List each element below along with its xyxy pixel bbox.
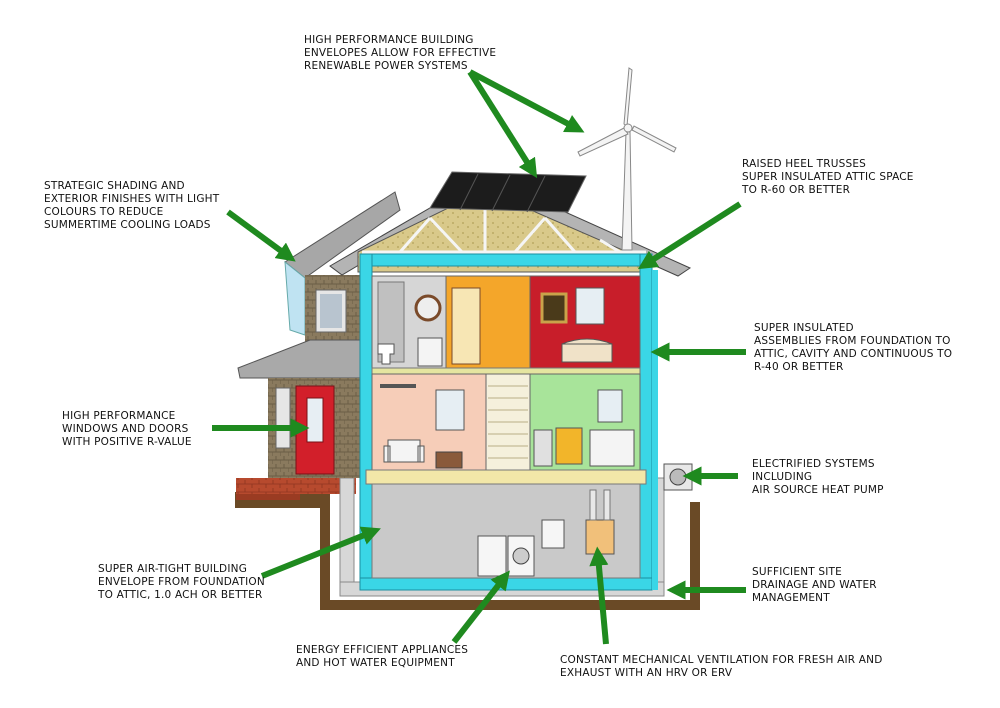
label-line: HIGH PERFORMANCE BUILDING bbox=[304, 34, 474, 46]
label-line: SUPER INSULATED bbox=[754, 322, 854, 334]
label-line: COLOURS TO REDUCE bbox=[44, 206, 164, 218]
label-line: SUPER INSULATED ATTIC SPACE bbox=[742, 171, 914, 183]
wind-turbine-icon bbox=[577, 67, 677, 251]
bedroom-window bbox=[575, 287, 605, 325]
label-appliances: ENERGY EFFICIENT APPLIANCES AND HOT WATE… bbox=[296, 644, 468, 670]
stove-icon bbox=[555, 427, 583, 465]
label-line: AND HOT WATER EQUIPMENT bbox=[296, 657, 455, 669]
label-line: STRATEGIC SHADING AND bbox=[44, 180, 185, 192]
deck bbox=[236, 478, 356, 494]
bathroom-mirror bbox=[414, 294, 442, 322]
water-heater-icon bbox=[541, 519, 565, 549]
label-line: SUMMERTIME COOLING LOADS bbox=[44, 219, 211, 231]
label-insulated: SUPER INSULATED ASSEMBLIES FROM FOUNDATI… bbox=[754, 322, 952, 374]
label-line: ENVELOPE FROM FOUNDATION bbox=[98, 576, 265, 588]
washer-door bbox=[512, 547, 530, 565]
arrow-ventilation bbox=[589, 546, 609, 645]
painting-icon bbox=[540, 292, 568, 324]
arrow-trusses bbox=[637, 201, 742, 270]
label-line: ENERGY EFFICIENT APPLIANCES bbox=[296, 644, 469, 656]
label-line: RAISED HEEL TRUSSES bbox=[742, 158, 867, 170]
label-line: EXTERIOR FINISHES WITH LIGHT bbox=[44, 193, 220, 205]
label-line: AIR SOURCE HEAT PUMP bbox=[752, 484, 884, 496]
label-line: ENVELOPES ALLOW FOR EFFECTIVE bbox=[304, 47, 497, 59]
trusses bbox=[362, 192, 646, 254]
label-line: INCLUDING bbox=[752, 471, 813, 483]
hrv-ducts-2 bbox=[603, 489, 611, 521]
label-line: WITH POSITIVE R-VALUE bbox=[62, 436, 192, 448]
deck-steps bbox=[236, 494, 300, 500]
left-wing-upper-window-pane bbox=[320, 294, 342, 328]
label-ventilation: CONSTANT MECHANICAL VENTILATION FOR FRES… bbox=[560, 654, 883, 680]
label-line: R-40 OR BETTER bbox=[754, 361, 844, 373]
label-line: CONSTANT MECHANICAL VENTILATION FOR FRES… bbox=[560, 654, 883, 666]
main-floor bbox=[365, 469, 647, 485]
stair-treads bbox=[488, 385, 528, 459]
label-electrified: ELECTRIFIED SYSTEMS INCLUDING AIR SOURCE… bbox=[752, 458, 884, 497]
kitchen-window bbox=[597, 389, 623, 423]
toilet-icon bbox=[377, 343, 395, 365]
arrow-shading bbox=[226, 209, 296, 262]
bathroom-vanity bbox=[417, 337, 443, 367]
label-line: TO R-60 OR BETTER bbox=[742, 184, 851, 196]
armchair-icon bbox=[383, 439, 425, 463]
hrv-unit-icon bbox=[585, 519, 615, 555]
label-line: ASSEMBLIES FROM FOUNDATION TO bbox=[754, 335, 951, 347]
arrow-renewable bbox=[467, 70, 538, 179]
dryer-icon bbox=[477, 535, 507, 577]
hallway-door bbox=[451, 287, 481, 365]
arrow-appliances bbox=[451, 570, 510, 644]
side-table bbox=[435, 451, 463, 469]
arrow-airtight bbox=[260, 526, 381, 579]
label-line: ATTIC, CAVITY AND CONTINUOUS TO bbox=[754, 348, 953, 360]
label-windows: HIGH PERFORMANCE WINDOWS AND DOORS WITH … bbox=[62, 410, 192, 449]
envelope-right bbox=[639, 253, 653, 591]
label-drainage: SUFFICIENT SITE DRAINAGE AND WATER MANAG… bbox=[752, 566, 877, 605]
upper-floor bbox=[371, 367, 641, 375]
label-airtight: SUPER AIR-TIGHT BUILDING ENVELOPE FROM F… bbox=[98, 563, 265, 602]
porch-roof bbox=[237, 339, 366, 379]
envelope-right-outer bbox=[652, 270, 658, 590]
label-line: ELECTRIFIED SYSTEMS bbox=[752, 458, 875, 470]
label-line: SUFFICIENT SITE bbox=[752, 566, 843, 578]
living-window bbox=[435, 389, 465, 431]
label-line: MANAGEMENT bbox=[752, 592, 830, 604]
side-window bbox=[275, 387, 291, 449]
arrow-renewable-2 bbox=[468, 69, 585, 133]
solar-panel-grid bbox=[459, 173, 546, 213]
label-shading: STRATEGIC SHADING AND EXTERIOR FINISHES … bbox=[44, 180, 219, 232]
coat-hooks bbox=[380, 384, 416, 388]
fridge bbox=[533, 429, 553, 467]
envelope-left bbox=[359, 253, 373, 591]
solar-panel-icon bbox=[429, 171, 587, 213]
label-renewable: HIGH PERFORMANCE BUILDING ENVELOPES ALLO… bbox=[304, 34, 496, 73]
label-trusses: RAISED HEEL TRUSSES SUPER INSULATED ATTI… bbox=[742, 158, 914, 197]
bed-icon bbox=[561, 338, 613, 363]
kitchen-cabinets bbox=[589, 429, 635, 467]
label-line: RENEWABLE POWER SYSTEMS bbox=[304, 60, 468, 72]
envelope-top bbox=[359, 253, 651, 267]
label-line: WINDOWS AND DOORS bbox=[62, 423, 189, 435]
front-door-glass bbox=[306, 397, 324, 443]
heat-pump-fan bbox=[669, 468, 687, 486]
label-line: EXHAUST WITH AN HRV OR ERV bbox=[560, 667, 733, 679]
label-line: SUPER AIR-TIGHT BUILDING bbox=[98, 563, 248, 575]
label-line: DRAINAGE AND WATER bbox=[752, 579, 877, 591]
label-line: TO ATTIC, 1.0 ACH OR BETTER bbox=[98, 589, 263, 601]
hrv-ducts bbox=[589, 489, 597, 521]
label-line: HIGH PERFORMANCE bbox=[62, 410, 176, 422]
callout-arrows bbox=[212, 69, 746, 645]
